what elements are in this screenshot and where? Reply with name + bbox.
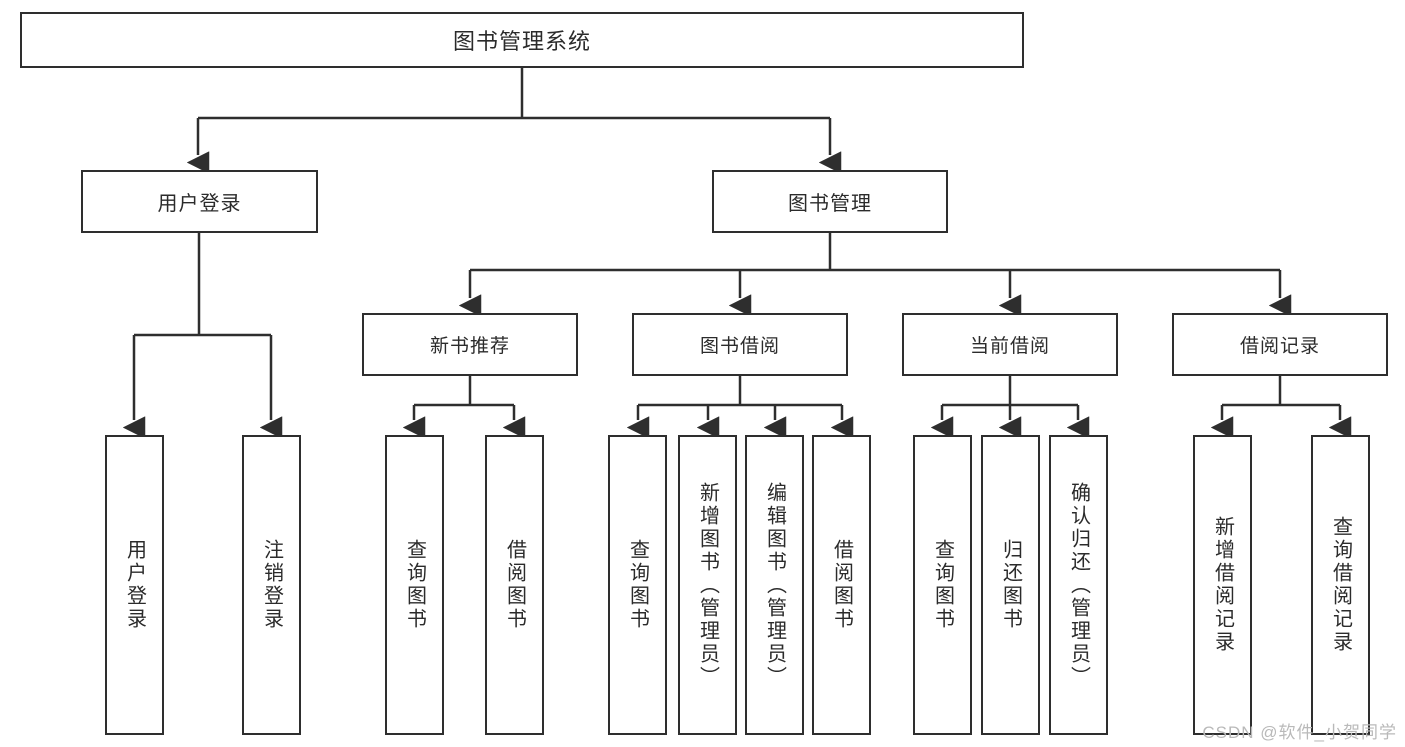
leaf-user-login-signout-label: 注销登录 <box>260 539 283 631</box>
watermark: CSDN @软件_小贺同学 <box>1202 723 1397 742</box>
node-borrow-record-label: 借阅记录 <box>1239 336 1320 357</box>
node-current-borrow[interactable]: 当前借阅 <box>902 313 1118 376</box>
leaf-current-borrow-search-label: 查询图书 <box>931 539 954 631</box>
leaf-new-book-borrow-label: 借阅图书 <box>503 539 526 631</box>
leaf-user-login-signout[interactable]: 注销登录 <box>242 435 301 735</box>
leaf-current-borrow-search[interactable]: 查询图书 <box>913 435 972 735</box>
node-book-borrow-label: 图书借阅 <box>699 336 780 357</box>
node-root-label: 图书管理系统 <box>452 29 591 54</box>
node-book-borrow[interactable]: 图书借阅 <box>632 313 848 376</box>
node-borrow-record[interactable]: 借阅记录 <box>1172 313 1388 376</box>
leaf-user-login-signin[interactable]: 用户登录 <box>105 435 164 735</box>
leaf-new-book-search[interactable]: 查询图书 <box>385 435 444 735</box>
node-book-management-label: 图书管理 <box>788 193 872 215</box>
leaf-borrow-record-search[interactable]: 查询借阅记录 <box>1311 435 1370 735</box>
node-new-book-recommend-label: 新书推荐 <box>429 336 510 357</box>
leaf-new-book-borrow[interactable]: 借阅图书 <box>485 435 544 735</box>
leaf-borrow-record-add[interactable]: 新增借阅记录 <box>1193 435 1252 735</box>
leaf-borrow-record-search-label: 查询借阅记录 <box>1329 516 1352 654</box>
leaf-book-borrow-add[interactable]: 新增图书（管理员） <box>678 435 737 735</box>
node-current-borrow-label: 当前借阅 <box>969 336 1050 357</box>
node-new-book-recommend[interactable]: 新书推荐 <box>362 313 578 376</box>
leaf-current-borrow-confirm-label: 确认归还（管理员） <box>1067 481 1090 689</box>
leaf-book-borrow-search-label: 查询图书 <box>626 539 649 631</box>
leaf-book-borrow-search[interactable]: 查询图书 <box>608 435 667 735</box>
leaf-new-book-search-label: 查询图书 <box>403 539 426 631</box>
leaf-borrow-record-add-label: 新增借阅记录 <box>1211 516 1234 654</box>
leaf-book-borrow-edit[interactable]: 编辑图书（管理员） <box>745 435 804 735</box>
leaf-book-borrow-lend[interactable]: 借阅图书 <box>812 435 871 735</box>
node-book-management[interactable]: 图书管理 <box>712 170 948 233</box>
leaf-current-borrow-return-label: 归还图书 <box>999 539 1022 631</box>
leaf-current-borrow-return[interactable]: 归还图书 <box>981 435 1040 735</box>
node-user-login-label: 用户登录 <box>157 193 242 215</box>
node-user-login[interactable]: 用户登录 <box>81 170 318 233</box>
leaf-user-login-signin-label: 用户登录 <box>123 539 146 631</box>
leaf-book-borrow-add-label: 新增图书（管理员） <box>696 481 719 689</box>
leaf-current-borrow-confirm[interactable]: 确认归还（管理员） <box>1049 435 1108 735</box>
node-root[interactable]: 图书管理系统 <box>20 12 1024 68</box>
leaf-book-borrow-lend-label: 借阅图书 <box>830 539 853 631</box>
leaf-book-borrow-edit-label: 编辑图书（管理员） <box>763 481 786 689</box>
